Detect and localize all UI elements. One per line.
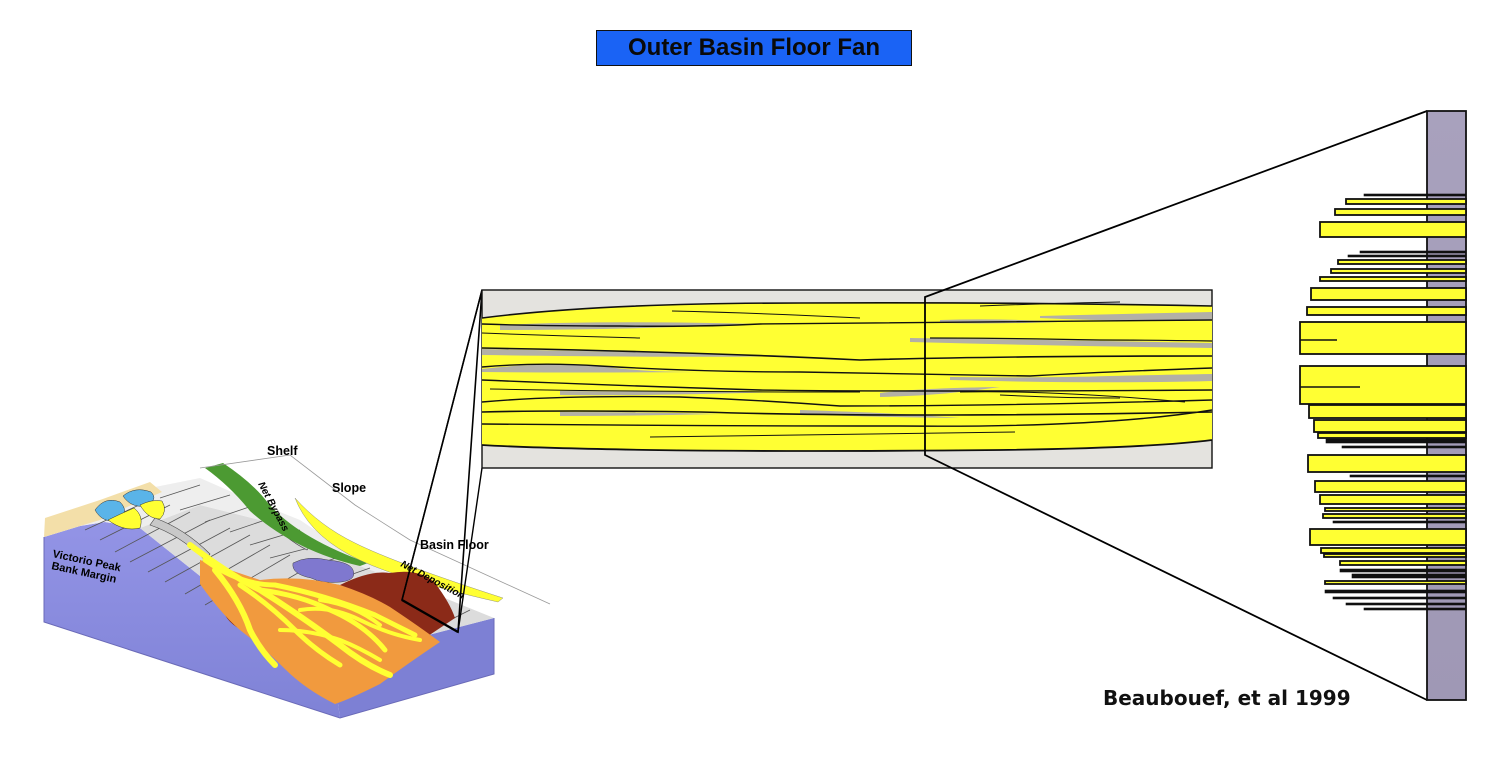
sand-bed-bar: [1359, 250, 1467, 254]
sand-bars: [1299, 193, 1467, 611]
lobe: [292, 557, 354, 583]
shale-lens: [950, 374, 1212, 383]
sand-bed-bar: [1337, 259, 1467, 265]
sand-bed-bar: [1363, 607, 1467, 611]
shale-lens: [910, 338, 1212, 348]
sand-bed-bar: [1363, 193, 1467, 197]
sand-bed-bar: [1314, 480, 1467, 493]
sand-bed-bar: [1317, 432, 1467, 439]
sand-bed-bar: [1309, 528, 1467, 546]
shale-lenses: [482, 312, 1212, 418]
page-title: Outer Basin Floor Fan: [627, 34, 881, 61]
block-outline: [43, 537, 495, 719]
label-slope: Slope: [332, 481, 366, 495]
sand-bed-bar: [1306, 306, 1467, 316]
sand-bed-bar: [1334, 208, 1467, 216]
cross-section-panel: [481, 110, 1428, 701]
block-right-face: [332, 618, 494, 718]
sand-bed-bar: [1299, 321, 1467, 355]
shale-lens: [560, 412, 720, 416]
sand-bed-bar: [1347, 254, 1467, 258]
sand-bed-bar: [1324, 507, 1467, 512]
shelf-edge-sand: [107, 500, 165, 530]
net-bypass-band: [205, 463, 368, 566]
sand-bed-bar: [1339, 568, 1467, 573]
connector-line-lower: [457, 467, 483, 633]
sand-bed-bar: [1307, 454, 1467, 473]
sand-bed-bar: [1339, 560, 1467, 566]
sand-bed-bar: [1322, 513, 1467, 519]
zoom-window-column: [924, 110, 1428, 701]
sand-bed-bar: [1345, 198, 1467, 205]
citation: Beaubouef, et al 1999: [1103, 686, 1351, 710]
label-basin-floor: Basin Floor: [420, 538, 489, 552]
zoom-window-base: [401, 598, 459, 634]
sand-bed-bar: [1324, 580, 1467, 585]
sand-bed-bar: [1308, 404, 1467, 419]
sand-bed-bar: [1319, 494, 1467, 505]
sand-bed-bar: [1323, 553, 1467, 558]
fan-channels: [187, 542, 422, 678]
sand-bed-bar: [1349, 474, 1467, 478]
block-diagram: Shelf Slope Basin Floor Victorio Peak Ba…: [43, 289, 551, 719]
sand-bed-bar: [1351, 573, 1467, 579]
title-banner: Outer Basin Floor Fan: [596, 30, 912, 66]
bedding-lines: [481, 301, 1213, 452]
sand-bed-bar: [1319, 221, 1467, 238]
sand-bed-bar: [1330, 268, 1467, 274]
sand-bed-bar: [1320, 547, 1467, 554]
sand-bed-bar: [1332, 596, 1467, 600]
shale-lens: [1040, 312, 1212, 321]
connector-line-upper: [401, 289, 483, 601]
block-front-face: [44, 522, 340, 718]
shale-lens: [800, 410, 960, 418]
sand-bed-bar: [1324, 589, 1467, 594]
label-shelf: Shelf: [267, 444, 298, 458]
net-deposition-band: [294, 497, 504, 603]
strat-column: [1299, 110, 1467, 701]
shale-lens: [880, 387, 1000, 397]
sand-bed-bar: [1313, 419, 1467, 433]
sand-bed-bar: [1299, 365, 1467, 405]
sand-bed-bar: [1345, 602, 1467, 606]
strip-outline: [199, 454, 551, 605]
sand-bed-bar: [1310, 287, 1467, 301]
sand-bed-bar: [1319, 276, 1467, 282]
sand-bed-bar: [1341, 445, 1467, 449]
shale-lens: [482, 364, 700, 373]
sand-bed-bar: [1325, 438, 1467, 444]
sand-bed-bar: [1332, 520, 1467, 524]
